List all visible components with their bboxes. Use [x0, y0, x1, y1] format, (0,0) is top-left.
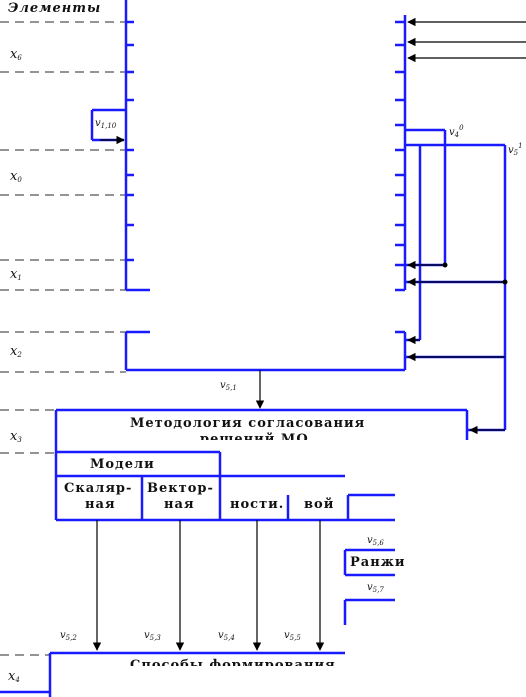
column3-line2: ности.: [230, 497, 285, 512]
methodology-subtitle: решений МО: [200, 432, 309, 440]
level-label-x0: x0: [10, 169, 22, 184]
vector-line1: Вектор-: [147, 481, 214, 496]
bottom-bar: [0, 651, 345, 697]
signal-v51: v5,1: [220, 380, 237, 392]
column4-line2: вой: [304, 497, 335, 512]
signal-v55: v5,5: [284, 630, 301, 642]
right-bus: [395, 15, 507, 432]
scalar-line1: Скаляр-: [64, 481, 133, 496]
side-boxes: [343, 548, 395, 625]
ranking-label: Ранжи: [350, 555, 406, 570]
vector-line2: ная: [164, 497, 195, 512]
signal-v51-top: v51: [508, 142, 523, 157]
bottom-arrows: [92, 520, 325, 651]
signal-v110: v1,10: [95, 118, 117, 130]
scalar-line2: ная: [85, 497, 116, 512]
level-label-x3: x3: [10, 429, 22, 444]
level-separators: [0, 21, 126, 656]
signal-v57: v5,7: [367, 582, 384, 594]
signal-v52: v5,2: [60, 630, 77, 642]
methodology-title: Методология согласования: [130, 416, 366, 431]
level-label-x6: x6: [10, 47, 22, 62]
level-label-x1: x1: [10, 267, 22, 282]
signal-v40: v40: [449, 124, 464, 139]
junction-dot: [502, 279, 508, 285]
signal-v56: v5,6: [367, 535, 384, 547]
right-inputs: [407, 17, 526, 435]
left-bus: [124, 0, 405, 372]
signal-v54: v5,4: [218, 630, 235, 642]
methodology-box: [54, 408, 469, 522]
models-label: Модели: [90, 457, 155, 472]
level-label-x4: x4: [8, 669, 20, 684]
signal-v53: v5,3: [144, 630, 161, 642]
level-label-x2: x2: [10, 344, 22, 359]
bottom-bar-label: Способы формирования: [130, 658, 336, 666]
junction-dot: [442, 262, 448, 268]
elements-header: Элементы: [8, 1, 102, 16]
